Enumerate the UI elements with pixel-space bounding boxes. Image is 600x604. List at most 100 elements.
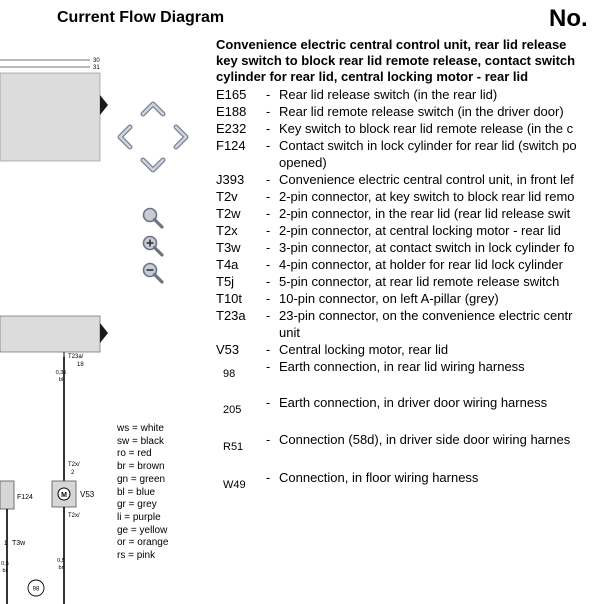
color-key-item: ws = white	[117, 423, 164, 434]
legend-desc: 2-pin connector, at key switch to block …	[279, 189, 575, 204]
page-number-label: No.	[549, 5, 588, 32]
color-key-item: li = purple	[117, 511, 161, 523]
color-key-item: ge = yellow	[117, 524, 168, 536]
motor-icon	[57, 487, 71, 501]
legend-desc: 3-pin connector, at contact switch in lo…	[279, 240, 575, 255]
legend-code: T3w	[216, 240, 241, 255]
color-key-item: rs = pink	[117, 550, 156, 562]
legend-dash: -	[266, 104, 271, 119]
legend-desc: 23-pin connector, on the convenience ele…	[279, 308, 573, 340]
heading-line: cylinder for rear lid, central locking m…	[216, 69, 529, 84]
diagram-heading: Convenience electric central control uni…	[216, 37, 600, 85]
legend-dash: -	[266, 274, 271, 289]
legend-desc: Connection (58d), in driver side door wi…	[279, 432, 571, 447]
nav-down-icon[interactable]	[140, 157, 166, 173]
wire-color-label: br	[59, 565, 64, 571]
legend-desc: Rear lid release switch (in the rear lid…	[279, 87, 498, 102]
legend-dash: -	[266, 240, 271, 255]
legend-dash: -	[266, 308, 271, 323]
page-title: Current Flow Diagram	[57, 9, 225, 26]
legend-desc: Convenience electric central control uni…	[279, 172, 574, 187]
connector-t2x-pin: 2	[71, 470, 75, 476]
earth-point-98	[27, 579, 45, 597]
color-key-item: gn = green	[117, 473, 166, 485]
color-key-item: or = orange	[117, 537, 169, 549]
legend-dash: -	[266, 223, 271, 238]
control-unit-j393	[0, 315, 101, 353]
legend-desc: 10-pin connector, on left A-pillar (grey…	[279, 291, 499, 306]
legend-desc: Rear lid remote release switch (in the d…	[279, 104, 564, 119]
color-key-item: sw = black	[117, 435, 164, 447]
color-key-item: bl = blue	[117, 486, 156, 498]
legend-desc: Earth connection, in rear lid wiring har…	[279, 359, 525, 374]
nav-right-icon[interactable]	[173, 124, 189, 150]
svg-text:M: M	[61, 492, 67, 499]
connector-t3w-label: T3w	[12, 540, 26, 547]
color-key-item: ro = red	[117, 448, 152, 460]
legend-code: E188	[216, 104, 247, 119]
bus-label-30: 30	[93, 58, 100, 64]
nav-up-icon[interactable]	[140, 101, 166, 117]
wire-color-label: br	[3, 568, 8, 574]
switch-f124	[0, 480, 15, 510]
legend-code: R51	[223, 441, 244, 453]
color-key-item: gr = grey	[117, 499, 157, 511]
zoom-out-icon[interactable]	[141, 261, 165, 285]
legend-code: J393	[216, 172, 245, 187]
wire-color-key: ws = white sw = black ro = red br = brow…	[117, 423, 168, 563]
connector-t23a-label: T23a/	[68, 354, 84, 360]
legend-desc: Key switch to block rear lid remote rele…	[279, 121, 574, 136]
connector-t2x-label: T2x/	[68, 462, 80, 468]
legend-dash: -	[266, 172, 271, 187]
arrow-right-icon	[100, 323, 108, 343]
legend-code: 98	[223, 368, 236, 380]
motor-v53-label: V53	[80, 490, 95, 499]
legend-desc: 2-pin connector, in the rear lid (rear l…	[279, 206, 571, 221]
legend-desc: 4-pin connector, at holder for rear lid …	[279, 257, 563, 272]
component-panel-upper	[0, 72, 101, 162]
wire-size-label: 0,35	[56, 370, 67, 376]
connector-t23a-pin: 18	[77, 362, 84, 368]
legend-dash: -	[266, 291, 271, 306]
legend-dash: -	[266, 432, 271, 447]
legend-code: F124	[216, 138, 246, 153]
legend-dash: -	[266, 359, 271, 374]
switch-f124-label: F124	[17, 494, 33, 501]
legend-desc: Contact switch in lock cylinder for rear…	[279, 138, 577, 170]
legend-code: T5j	[216, 274, 235, 289]
legend-dash: -	[266, 189, 271, 204]
wiring-diagram: 30 31 T23a/ 18 0,35 bl T2x/ 2 M V53 T2x/…	[0, 58, 108, 604]
wire-size-label: 0,5	[1, 561, 9, 567]
legend-dash: -	[266, 121, 271, 136]
legend-code: T10t	[216, 291, 243, 306]
legend-code: E165	[216, 87, 247, 102]
legend-dash: -	[266, 257, 271, 272]
legend-code: T4a	[216, 257, 239, 272]
legend-desc: 5-pin connector, at rear lid remote rele…	[279, 274, 560, 289]
legend-desc: Central locking motor, rear lid	[279, 342, 449, 357]
legend-dash: -	[266, 206, 271, 221]
legend-code: W49	[223, 479, 246, 491]
earth-point-label: 98	[33, 587, 40, 593]
legend-dash: -	[266, 87, 271, 102]
legend-desc: Connection, in floor wiring harness	[279, 470, 479, 485]
legend-dash: -	[266, 470, 271, 485]
legend-dash: -	[266, 138, 271, 153]
bus-label-31: 31	[93, 65, 100, 71]
wire-size-label: 0,5	[57, 558, 65, 564]
nav-left-icon[interactable]	[117, 124, 133, 150]
legend-code: T2w	[216, 206, 241, 221]
legend-code: 205	[223, 404, 242, 416]
zoom-in-icon[interactable]	[141, 234, 165, 258]
legend-desc: 2-pin connector, at central locking moto…	[279, 223, 561, 238]
legend-code: T2v	[216, 189, 238, 204]
legend-desc: Earth connection, in driver door wiring …	[279, 395, 548, 410]
navigation-pad	[117, 101, 189, 173]
legend-dash: -	[266, 395, 271, 410]
legend-dash: -	[266, 342, 271, 357]
legend-code: T2x	[216, 223, 238, 238]
magnifier-icon[interactable]	[141, 206, 165, 230]
legend-code: E232	[216, 121, 247, 136]
wire-color-label: bl	[59, 377, 63, 383]
heading-line: key switch to block rear lid remote rele…	[216, 53, 576, 68]
